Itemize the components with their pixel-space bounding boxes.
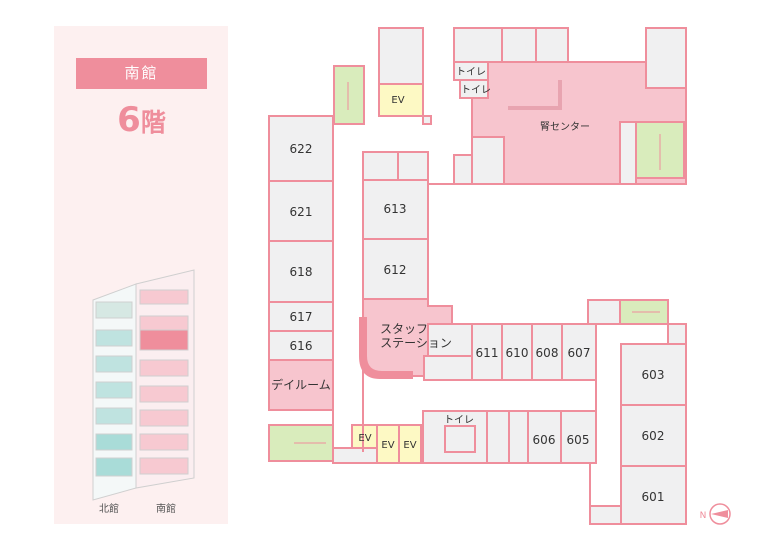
kidney-center-mark [508,80,562,110]
room-upper-left [378,27,424,85]
iso-label-north-building: 北館 [99,504,119,515]
iso-label-south-building: 南館 [156,504,176,515]
label-staff-station-2: ステーション [380,336,452,350]
label-603: 603 [642,368,665,382]
toilet-top-b [459,79,489,99]
label-ev-2: EV [381,440,394,451]
building-name-banner: 南館 [76,58,207,89]
compass-north-label: N [700,511,707,521]
room-612 [362,238,429,300]
room-603 [620,343,687,406]
room-corridor-a [427,323,473,357]
label-608: 608 [536,346,559,360]
room-top-2 [501,27,537,63]
building-isometric-icon [92,269,195,501]
label-toilet-c: トイレ [444,415,474,426]
room-621 [268,180,334,242]
room-upper-right [587,299,621,325]
north-compass-icon: N [700,503,731,525]
room-613 [362,179,429,240]
elevator-top [378,83,424,117]
station-curve-mark [359,317,413,379]
room-top-4 [645,27,687,89]
label-ev-1: EV [358,433,371,444]
label-621: 621 [290,205,313,219]
label-kidney-center: 腎センター [540,121,590,133]
label-616: 616 [290,339,313,353]
label-602: 602 [642,429,665,443]
label-613: 613 [384,202,407,216]
stairs-top-left [333,65,365,125]
elevator-3 [398,424,422,464]
toilet-south [422,410,488,464]
room-kidney-corner [453,154,473,185]
corridor-south [332,447,378,464]
label-607: 607 [568,346,591,360]
label-dayroom: デイルーム [271,377,331,392]
room-top-3 [535,27,569,63]
label-610: 610 [506,346,529,360]
label-toilet-a: トイレ [456,67,486,78]
room-south-end [589,505,622,525]
dayroom [268,359,334,411]
floor-number: 6 [117,100,141,140]
room-608 [531,323,563,381]
room-east-connector [667,323,687,345]
room-605 [560,410,597,464]
room-center-top-1 [362,151,399,181]
room-622 [268,115,334,182]
room-617 [268,301,334,332]
label-611: 611 [476,346,499,360]
floor-label: 6階 [76,100,207,140]
floor-suffix: 階 [140,108,166,137]
room-kidney-bottom [471,136,505,185]
label-605: 605 [567,433,590,447]
label-622: 622 [290,142,313,156]
label-toilet-b: トイレ [461,85,491,96]
room-601 [620,465,687,525]
room-607 [561,323,597,381]
room-corridor-b [423,355,473,381]
room-602 [620,404,687,467]
label-617: 617 [290,310,313,324]
label-612: 612 [384,263,407,277]
label-staff-station-1: スタッフ [380,322,428,336]
small-room [422,115,432,125]
room-center-top-2 [397,151,429,181]
room-611 [471,323,503,381]
label-ev-3: EV [403,440,416,451]
room-south-1 [486,410,510,464]
label-ev-top: EV [391,95,404,106]
room-top-1 [453,27,503,63]
label-601: 601 [642,490,665,504]
room-south-2 [508,410,529,464]
toilet-inner [444,425,476,453]
label-618: 618 [290,265,313,279]
label-606: 606 [533,433,556,447]
room-kidney-left [619,121,637,185]
room-618 [268,240,334,303]
